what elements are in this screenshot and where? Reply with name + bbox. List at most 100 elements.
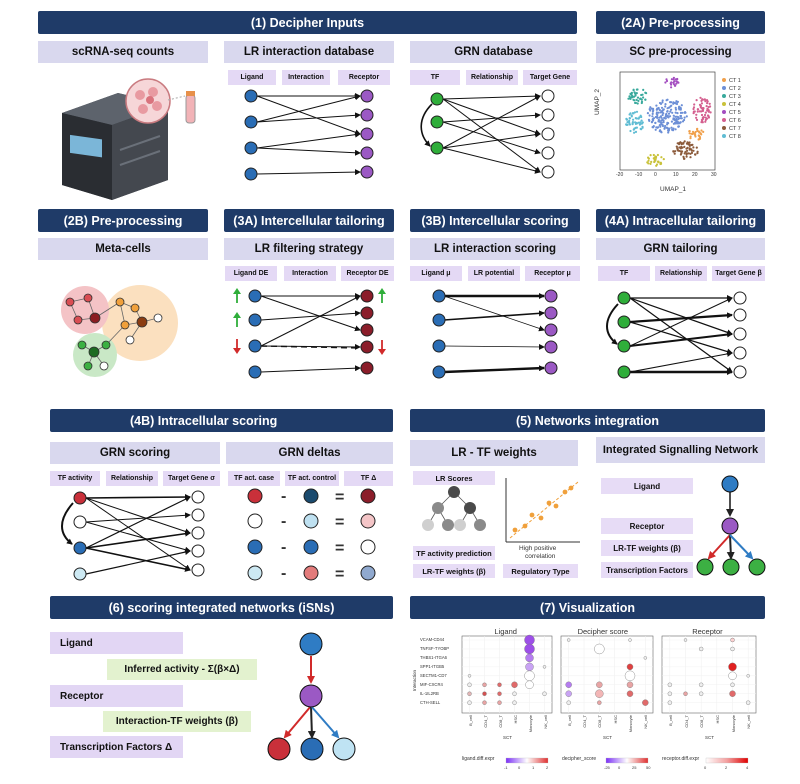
umap-point: [651, 112, 654, 115]
node: [544, 361, 558, 375]
vis-dot: [667, 682, 673, 687]
umap-xlabel: UMAP_1: [660, 186, 687, 193]
umap-point: [652, 117, 656, 120]
umap-point: [688, 130, 691, 133]
umap-point: [684, 150, 687, 153]
umap-point: [692, 107, 695, 111]
down-arrow-head: [233, 348, 241, 354]
umap-point: [656, 113, 659, 117]
umap-point: [670, 81, 673, 84]
umap-point: [659, 121, 662, 124]
umap-point: [694, 130, 697, 134]
umap-point: [647, 157, 651, 160]
umap-point: [698, 103, 702, 106]
vis-label: 50: [646, 765, 651, 770]
umap-point: [653, 160, 656, 164]
vis-dot: [698, 691, 704, 696]
vis-dot: [482, 700, 487, 705]
node: [360, 127, 374, 141]
umap-point: [700, 129, 703, 132]
umap-point: [650, 107, 653, 110]
umap-point: [664, 105, 667, 108]
umap-point: [652, 109, 655, 112]
label-regulatory-type: Regulatory Type: [503, 564, 578, 578]
umap-point: [660, 106, 664, 109]
sub-scrna-counts: scRNA-seq counts: [38, 41, 208, 63]
umap-point: [692, 146, 695, 149]
edge: [442, 121, 541, 155]
umap-point: [709, 111, 712, 114]
sub-integrated-network: Integrated Signalling Network: [596, 437, 765, 463]
vis-dot: [624, 670, 636, 682]
legend-swatch: [722, 86, 726, 90]
umap-point: [636, 96, 640, 99]
umap-point: [634, 130, 638, 133]
equals-sign: =: [335, 514, 344, 531]
umap-point: [683, 157, 686, 160]
umap-point: [678, 105, 681, 108]
umap-point: [654, 121, 657, 124]
sub-grn-database: GRN database: [410, 41, 577, 63]
umap-point: [661, 99, 664, 102]
umap-point: [651, 115, 654, 118]
legend-label: CT 2: [729, 86, 741, 92]
edge: [629, 297, 733, 347]
vis-dot: [595, 689, 604, 698]
edge: [443, 343, 545, 350]
umap-point: [663, 126, 666, 129]
umap-point: [633, 131, 636, 134]
umap-point: [665, 112, 668, 116]
legend-swatch: [722, 134, 726, 138]
vis-label: 0: [704, 765, 707, 770]
umap-point: [672, 150, 675, 153]
vis-dot: [728, 662, 737, 672]
header-intercellular-tailoring: (3A) Intercellular tailoring: [224, 209, 394, 232]
edge: [629, 297, 733, 336]
edge: [629, 297, 733, 373]
umap-point: [653, 158, 656, 161]
umap-point: [687, 152, 690, 155]
node: [733, 365, 747, 379]
node: [191, 563, 205, 577]
vis-panel-frame: [661, 635, 757, 714]
umap-point: [633, 111, 637, 114]
umap-point: [639, 121, 642, 124]
umap-point: [699, 96, 702, 99]
vis-label: SPP1-ITGB5: [420, 663, 445, 669]
node: [432, 365, 446, 379]
vis-label: -1: [504, 765, 508, 770]
chip-tf-act-control: TF act. control: [285, 471, 339, 486]
label-lr-scores: LR Scores: [413, 471, 495, 485]
node: [247, 539, 263, 555]
edge: [629, 331, 733, 347]
umap-point: [664, 103, 667, 106]
node: [303, 513, 319, 529]
vis-label: 2: [725, 765, 728, 770]
umap-point: [688, 143, 691, 146]
sub-grn-scoring: GRN scoring: [50, 442, 220, 464]
umap-point: [634, 94, 637, 97]
vis-dot: [497, 691, 502, 696]
vis-label: 0: [518, 765, 521, 770]
umap-point: [694, 153, 697, 156]
umap-legend-item: CT 2: [722, 86, 741, 92]
edge: [85, 496, 191, 549]
edge: [85, 497, 191, 535]
umap-point: [682, 141, 685, 144]
umap-point: [692, 112, 695, 115]
vis-label: THBS1-ITGA6: [420, 654, 447, 660]
umap-point: [694, 134, 697, 137]
node: [541, 146, 555, 160]
umap-point: [697, 134, 701, 137]
umap-point: [689, 137, 692, 140]
visualization-dotplots: [461, 634, 757, 764]
label-tf-activity-prediction: TF activity prediction: [413, 546, 495, 560]
label-lr-tf-weights: LR-TF weights (β): [413, 564, 495, 578]
umap-point: [680, 152, 683, 155]
umap-point: [686, 149, 689, 152]
node: [191, 490, 205, 504]
umap-point: [695, 118, 699, 121]
chip-tf-delta: TF Δ: [344, 471, 393, 486]
umap-point: [654, 128, 657, 131]
chip-ligand: Ligand: [228, 70, 276, 85]
